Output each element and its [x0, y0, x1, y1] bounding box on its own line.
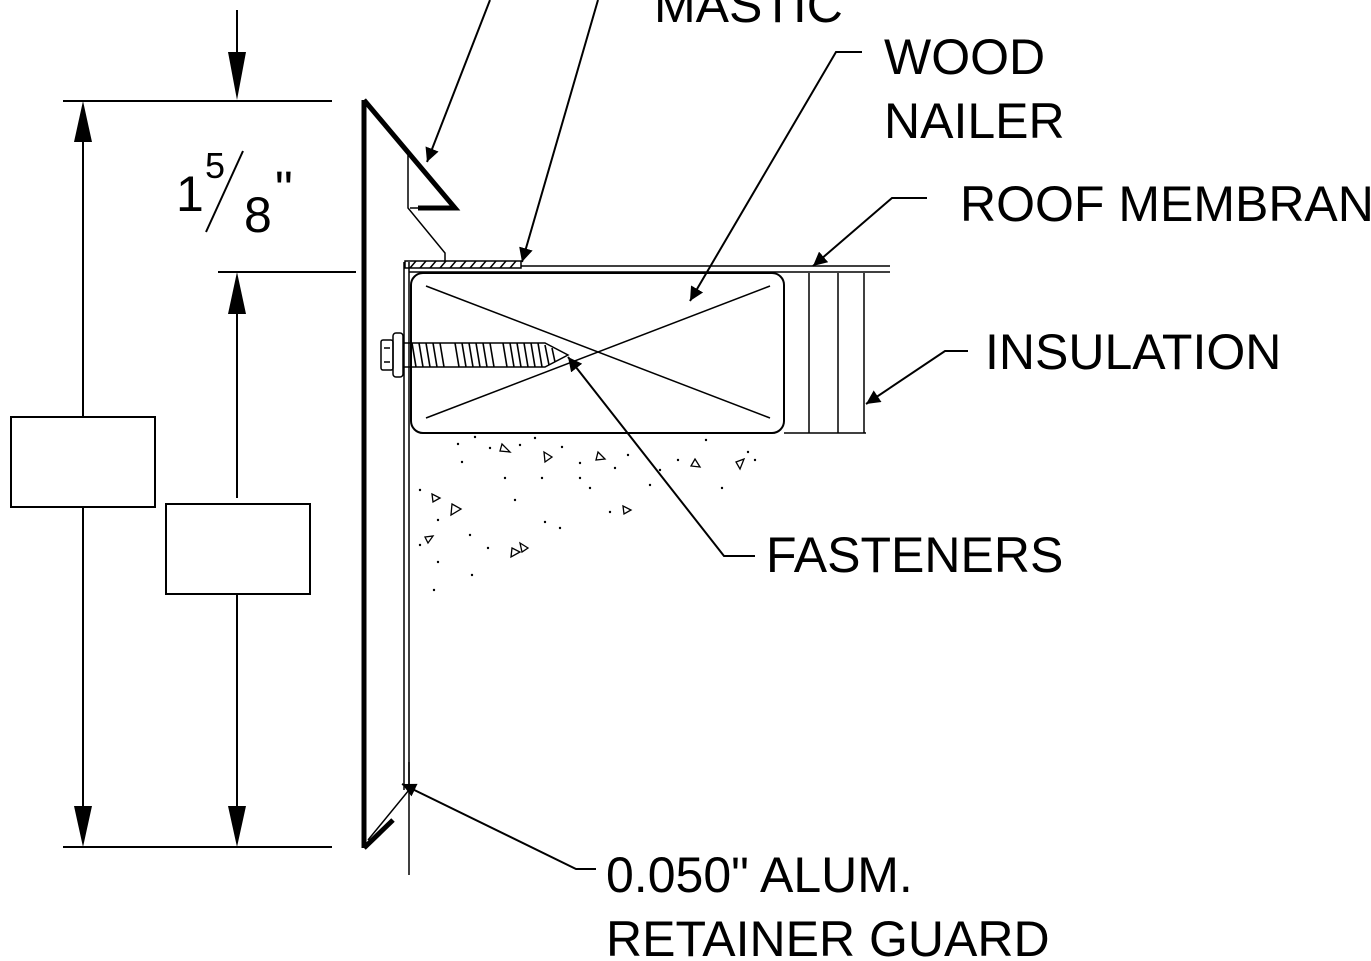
- mastic-strip: [404, 260, 522, 269]
- edge-metal-profile: [361, 98, 461, 875]
- fastener-screw: [380, 332, 570, 378]
- dimension-value: 1 5 8 ": [176, 145, 293, 243]
- label-roof-membrane: ROOF MEMBRANE: [960, 176, 1371, 232]
- leader-insulation: [865, 350, 968, 405]
- label-fasteners: FASTENERS: [766, 527, 1063, 583]
- insulation: [784, 273, 866, 434]
- concrete-dots: [418, 435, 757, 592]
- dimension-box-outer: [10, 416, 156, 508]
- leader-retainer-guard: [401, 783, 596, 870]
- leader-roof-membrane: [812, 197, 927, 267]
- dimension-lines: [10, 10, 356, 848]
- dimension-whole: 1: [176, 166, 204, 222]
- label-wood-nailer-1: WOOD: [884, 29, 1045, 85]
- label-mastic: MASTIC: [654, 0, 843, 33]
- leader-mastic: [519, 0, 599, 263]
- leader-edge-hook: [425, 0, 491, 163]
- dimension-box-inner: [165, 503, 311, 595]
- dimension-inch-mark: ": [275, 161, 293, 217]
- concrete-substrate: [424, 442, 746, 559]
- dimension-numerator: 5: [205, 145, 225, 186]
- label-wood-nailer-2: NAILER: [884, 93, 1065, 149]
- leader-lines: [401, 0, 968, 870]
- wood-nailer: [410, 272, 785, 434]
- label-guard-2: RETAINER GUARD: [606, 911, 1050, 961]
- dimension-denominator: 8: [244, 187, 272, 243]
- label-insulation: INSULATION: [985, 324, 1281, 380]
- dimension-arrowheads: [74, 52, 246, 847]
- label-guard-1: 0.050" ALUM.: [606, 847, 913, 903]
- leader-fasteners: [567, 356, 755, 557]
- leader-wood-nailer: [689, 51, 862, 302]
